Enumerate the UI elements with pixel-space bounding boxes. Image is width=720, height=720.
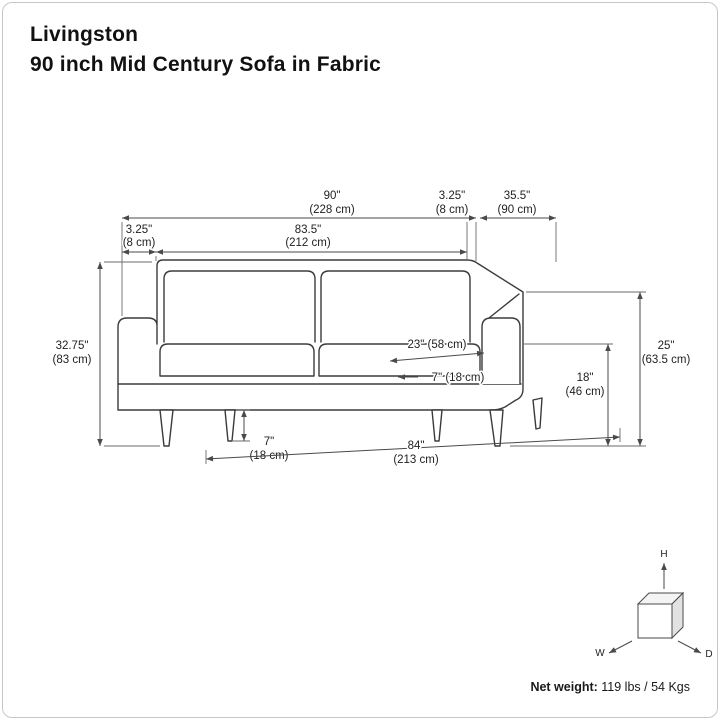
dim-leg-height: 7" (18 cm) [233,409,290,464]
product-name: Livingston [30,23,139,46]
sofa-leg-mid-left [224,409,236,442]
seat-depth-label: 23" (58 cm) [407,339,466,351]
seat-cushion-thickness-label: 7" (18 cm) [432,372,485,384]
interior-width-cm: (212 cm) [285,237,331,249]
back-cushion-right [320,270,471,343]
cube-front-face [637,603,673,639]
overall-height-in: 32.75" [56,340,89,352]
left-arm-width-cm: (8 cm) [123,237,156,249]
dim-right-arm-width: 3.25" (8 cm) [434,189,470,261]
dimension-line [205,434,621,462]
arm-height-cm: (63.5 cm) [642,354,691,366]
left-arm-width-in: 3.25" [126,224,152,236]
overall-height-cm: (83 cm) [53,354,92,366]
dim-overall-width: 90" (228 cm) [121,189,477,316]
cube-width-label: W [595,648,605,659]
seat-height-in: 18" [577,372,594,384]
overall-width-cm: (228 cm) [309,204,355,216]
cube-depth-arrow [677,640,702,654]
base-width-in: 84" [408,440,425,452]
dim-seat-depth: 23" (58 cm) [389,338,485,364]
right-arm-top-ridge [488,293,520,319]
overall-depth-in: 35.5" [504,190,530,202]
sofa-leg-front-right [489,409,504,447]
net-weight-value: 119 lbs / 54 Kgs [601,680,690,694]
right-arm-width-in: 3.25" [439,190,465,202]
arm-height-in: 25" [658,340,675,352]
dim-left-arm-width: 3.25" (8 cm) [121,223,157,261]
net-weight: Net weight: 119 lbs / 54 Kgs [530,680,690,694]
right-arm-front [481,317,521,385]
seat-height-cm: (46 cm) [566,386,605,398]
overall-width-in: 90" [324,190,341,202]
cube-width-arrow [608,640,633,654]
cube-height-label: H [660,549,667,560]
dim-arm-height: 25" (63.5 cm) [510,291,692,447]
leg-height-in: 7" [264,436,274,448]
dim-base-width: 84" (213 cm) [205,428,621,468]
dimension-line [389,350,485,364]
dim-overall-depth: 35.5" (90 cm) [480,189,557,262]
sofa-leg-mid-right [431,409,443,442]
back-cushion-left [163,270,316,343]
cube-depth-label: D [705,649,712,660]
interior-width-in: 83.5" [295,224,321,236]
base-width-cm: (213 cm) [393,454,439,466]
seat-cushion-left [159,343,315,377]
sofa-leg-back-right [532,397,543,430]
right-arm-width-cm: (8 cm) [436,204,469,216]
dim-overall-height: 32.75" (83 cm) [51,261,160,447]
title-block: Livingston 90 inch Mid Century Sofa in F… [30,20,381,80]
dim-interior-width: 83.5" (212 cm) [156,223,467,255]
dim-seat-cushion-thickness: 7" (18 cm) [398,371,486,386]
sofa-leg-front-left [159,409,174,447]
overall-depth-cm: (90 cm) [498,204,537,216]
net-weight-label: Net weight: [530,680,598,694]
orientation-cube-icon: H W D [595,549,712,660]
product-subtitle: 90 inch Mid Century Sofa in Fabric [30,53,382,76]
dim-seat-height: 18" (46 cm) [524,343,613,446]
